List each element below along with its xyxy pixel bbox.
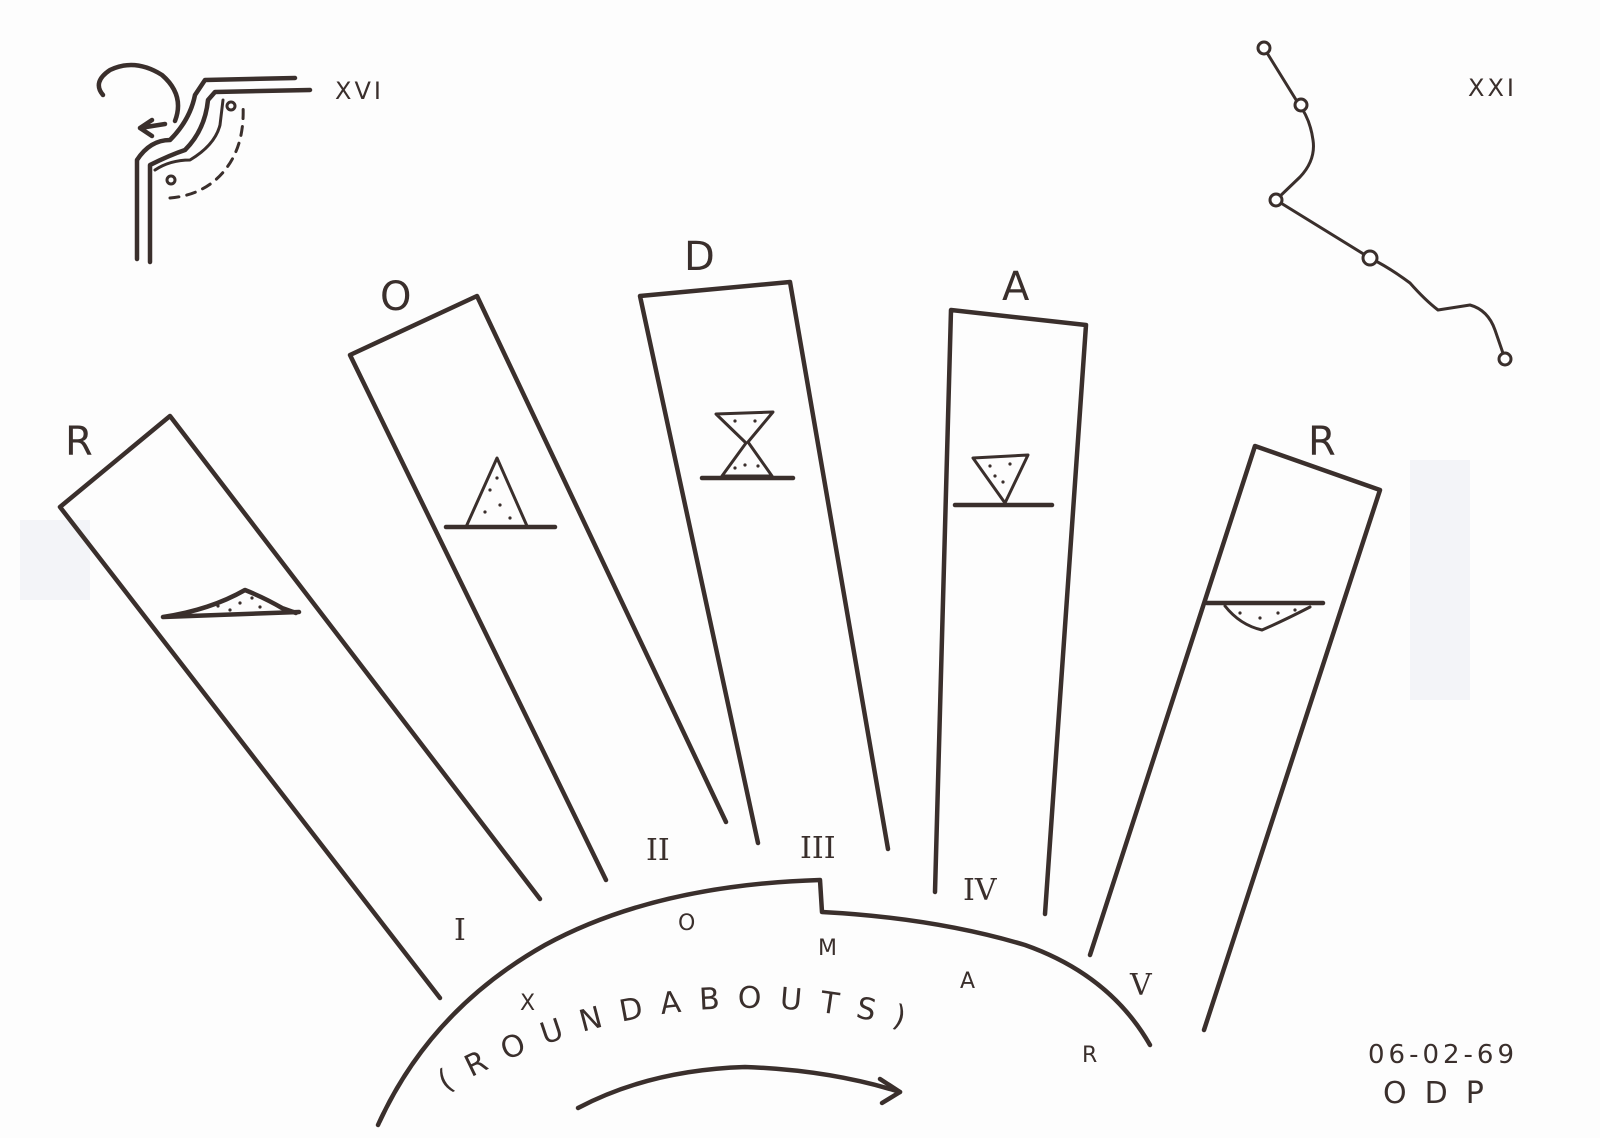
- corner-motif-xxi: XXI: [1256, 40, 1517, 367]
- arc-letter-5: R: [1082, 1043, 1097, 1068]
- column-numeral-5: V: [1129, 968, 1153, 1003]
- column-5: R V: [1087, 419, 1383, 1033]
- column-letter-2: O: [380, 274, 411, 320]
- mound-icon: [216, 596, 262, 612]
- column-3: D III: [637, 234, 891, 866]
- column-numeral-4: IV: [963, 873, 998, 908]
- column-2: O II: [347, 274, 729, 883]
- hourglass-icon: [733, 419, 760, 470]
- column-numeral-3: III: [800, 831, 836, 866]
- column-1: R I: [57, 413, 543, 1001]
- arc-letter-3: M: [818, 936, 837, 961]
- signature-initials: ODP: [1383, 1076, 1502, 1111]
- roundabout: X O M A R (ROUNDABOUTS): [375, 877, 1153, 1128]
- arc-letter-1: X: [520, 991, 535, 1016]
- arc-letter-2: O: [678, 911, 695, 936]
- signature-date: 06-02-69: [1368, 1040, 1518, 1070]
- column-numeral-2: II: [646, 833, 670, 868]
- column-letter-5: R: [1308, 419, 1336, 465]
- arc-letter-4: A: [960, 969, 975, 994]
- triangle-down-icon: [988, 462, 1012, 484]
- bowl-icon: [1238, 608, 1297, 620]
- column-numeral-1: I: [454, 913, 466, 948]
- corner-motif-xvi: XVI: [96, 62, 384, 265]
- column-letter-3: D: [684, 234, 715, 280]
- triangle-up-icon: [483, 476, 512, 520]
- column-letter-1: R: [65, 419, 93, 465]
- signature: 06-02-69 ODP: [1368, 1040, 1518, 1111]
- column-4: A IV: [932, 264, 1089, 917]
- corner-label-top-right: XXI: [1468, 74, 1517, 102]
- column-letter-4: A: [1002, 264, 1030, 310]
- background-shadow-right: [1410, 460, 1470, 700]
- corner-label-top-left: XVI: [335, 77, 384, 105]
